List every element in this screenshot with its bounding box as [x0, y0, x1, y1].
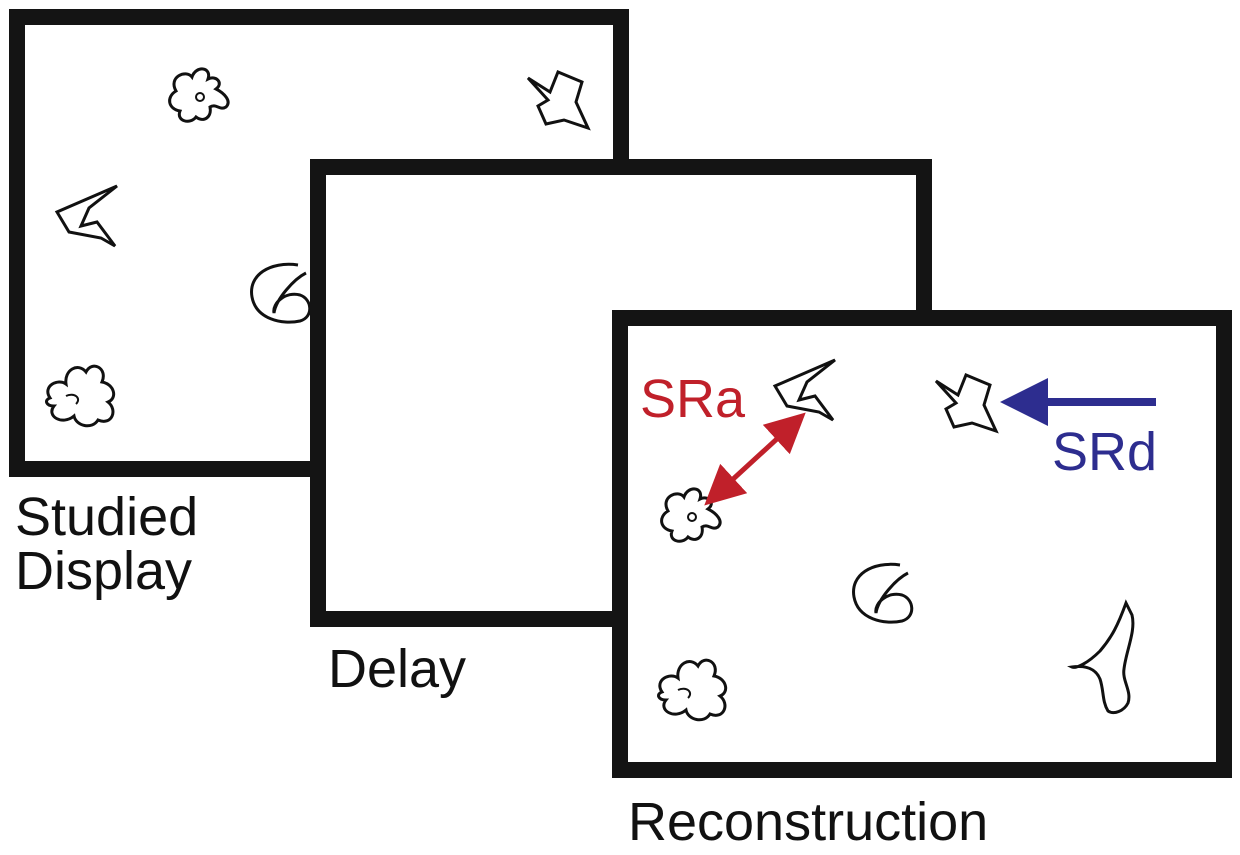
sra-double-arrow: [704, 412, 806, 506]
studied-display-label: Studied Display: [15, 490, 198, 598]
cloud-shape: [45, 364, 116, 428]
swirl-shape: [250, 262, 312, 324]
cloud-shape: [657, 658, 728, 722]
delay-label: Delay: [328, 639, 467, 699]
blob-shape: [168, 67, 230, 123]
zigzag-shape: [526, 70, 591, 131]
sra-label: SRa: [640, 369, 746, 429]
studied-display-label-line2: Display: [15, 541, 193, 601]
blob-shape: [660, 487, 722, 543]
arrowhead-shape: [54, 184, 118, 248]
zigzag-shape: [934, 373, 999, 434]
reconstruction-panel: [612, 310, 1232, 778]
srd-label: SRd: [1052, 422, 1158, 482]
reconstruction-label: Reconstruction: [628, 792, 989, 852]
arrowhead-shape: [772, 358, 836, 422]
swirl-shape: [852, 562, 914, 624]
studied-display-label-line1: Studied: [15, 487, 199, 547]
lure-shape: [1067, 599, 1135, 715]
